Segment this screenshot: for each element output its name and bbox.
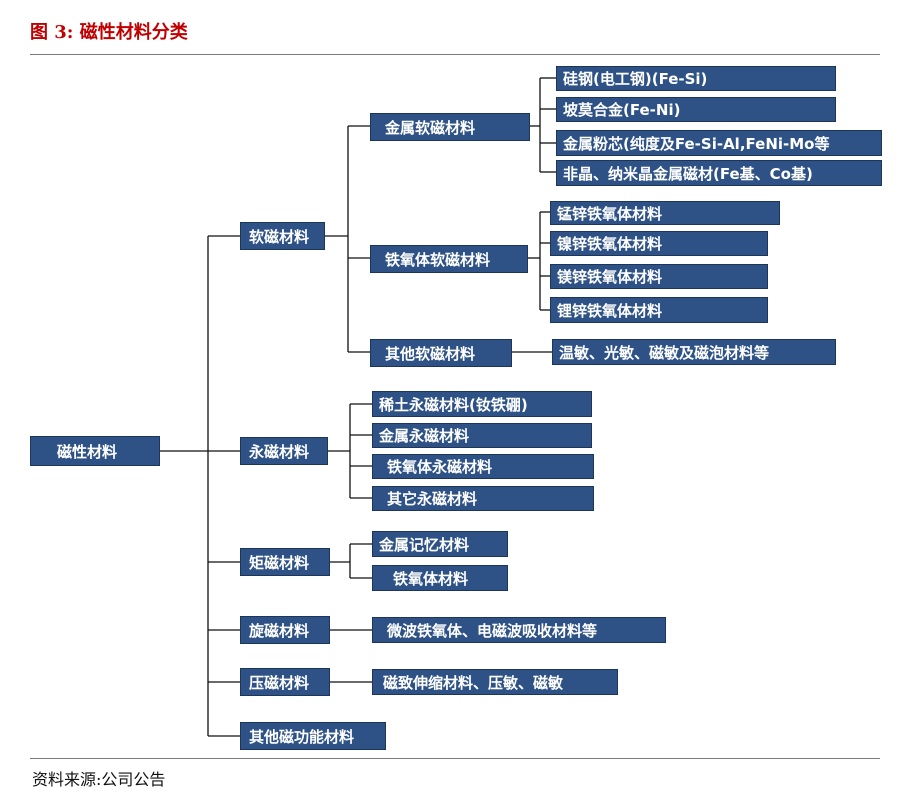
- leaf-microwave-ferrite: 微波铁氧体、电磁波吸收材料等: [372, 617, 666, 643]
- leaf-other-soft: 温敏、光敏、磁敏及磁泡材料等: [552, 339, 836, 365]
- leaf-mgzn-ferrite: 镁锌铁氧体材料: [550, 264, 768, 289]
- leaf-other-permanent: 其它永磁材料: [372, 486, 594, 511]
- node-metal-soft-magnetic: 金属软磁材料: [370, 113, 530, 141]
- leaf-metal-permanent: 金属永磁材料: [372, 423, 592, 448]
- node-other-soft-magnetic: 其他软磁材料: [370, 339, 512, 367]
- node-other-functional-magnetic: 其他磁功能材料: [240, 722, 386, 750]
- leaf-amorphous-nanocrystalline: 非晶、纳米晶金属磁材(Fe基、Co基): [556, 160, 882, 186]
- leaf-metal-powder-core: 金属粉芯(纯度及Fe-Si-Al,FeNi-Mo等: [556, 130, 882, 156]
- leaf-ferrite-permanent: 铁氧体永磁材料: [372, 454, 594, 479]
- root-node-magnetic-materials: 磁性材料: [30, 436, 160, 466]
- figure-title: 图 3: 磁性材料分类: [30, 22, 188, 43]
- node-gyromagnetic: 旋磁材料: [240, 616, 330, 644]
- node-piezomagnetic: 压磁材料: [240, 668, 330, 696]
- leaf-metal-memory: 金属记忆材料: [372, 531, 508, 557]
- leaf-permalloy: 坡莫合金(Fe-Ni): [556, 97, 836, 122]
- leaf-lizn-ferrite: 锂锌铁氧体材料: [550, 297, 768, 323]
- node-rectangular-magnetic: 矩磁材料: [240, 548, 330, 576]
- leaf-magnetostrictive: 磁致伸缩材料、压敏、磁敏: [372, 669, 618, 695]
- node-ferrite-soft-magnetic: 铁氧体软磁材料: [370, 245, 528, 273]
- node-permanent-magnetic: 永磁材料: [240, 437, 328, 465]
- leaf-ferrite-material: 铁氧体材料: [372, 565, 508, 591]
- leaf-rare-earth-permanent: 稀土永磁材料(钕铁硼): [372, 391, 592, 417]
- source-note: 资料来源:公司公告: [32, 770, 166, 789]
- leaf-silicon-steel: 硅钢(电工钢)(Fe-Si): [556, 66, 836, 91]
- leaf-nizn-ferrite: 镍锌铁氧体材料: [550, 231, 768, 256]
- node-soft-magnetic: 软磁材料: [240, 222, 325, 250]
- bottom-divider: [30, 758, 880, 759]
- leaf-mnzn-ferrite: 锰锌铁氧体材料: [550, 201, 780, 225]
- top-divider: [30, 54, 880, 55]
